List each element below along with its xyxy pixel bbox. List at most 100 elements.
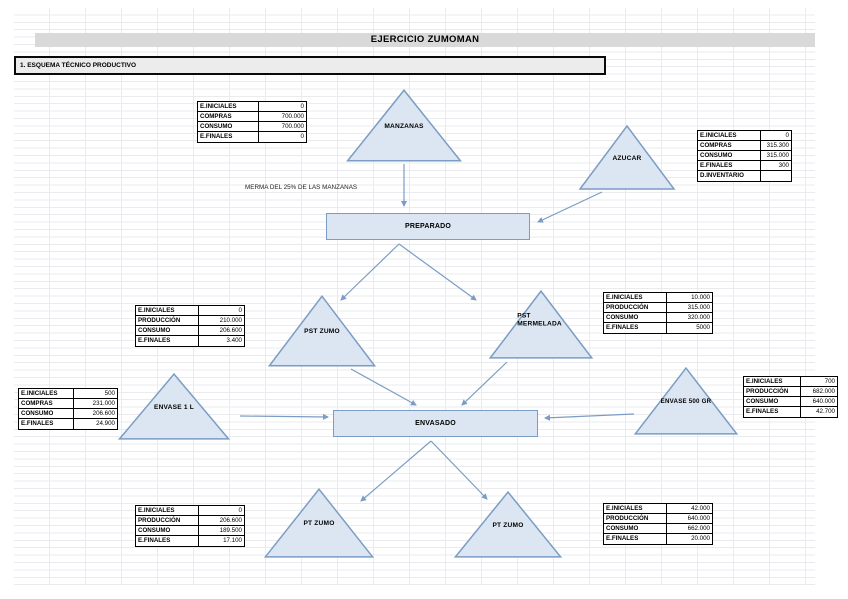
table-row: E.FINALES 5000	[604, 323, 712, 333]
row-value-cell[interactable]	[761, 171, 791, 181]
shape-envase-1l[interactable]: ENVASE 1 L	[116, 372, 232, 441]
row-value-cell[interactable]: 206.600	[219, 517, 242, 524]
row-value-cell[interactable]: 662.000	[687, 525, 710, 532]
row-label-cell[interactable]: CONSUMO	[136, 326, 199, 335]
row-label-cell[interactable]: E.FINALES	[136, 536, 199, 546]
row-label-cell[interactable]: CONSUMO	[604, 524, 667, 533]
row-value-cell[interactable]: 10.000	[691, 294, 710, 301]
row-label-cell[interactable]: CONSUMO	[744, 397, 801, 406]
row-value-cell[interactable]: 206.600	[219, 327, 242, 334]
row-value-cell[interactable]: 315.000	[687, 304, 710, 311]
row-label-cell[interactable]: PRODUCCIÓN	[744, 387, 801, 396]
row-value-cell[interactable]: 42.000	[691, 505, 710, 512]
shape-pst-mermelada[interactable]: PST MERMELADA	[487, 289, 595, 360]
row-label-cell[interactable]: E.INICIALES	[698, 131, 761, 140]
row-value-cell[interactable]: 20.000	[691, 535, 710, 542]
row-label-cell[interactable]: E.FINALES	[698, 161, 761, 170]
shape-label: MANZANAS	[384, 122, 424, 130]
row-label-cell[interactable]: COMPRAS	[198, 112, 259, 121]
shape-label: PST MERMELADA	[517, 312, 562, 328]
shape-manzanas[interactable]: MANZANAS	[344, 88, 464, 163]
row-label-cell[interactable]: E.INICIALES	[604, 504, 667, 513]
row-label-cell[interactable]: E.INICIALES	[136, 306, 199, 315]
row-label-cell[interactable]: E.FINALES	[198, 132, 259, 142]
row-label-cell[interactable]: E.FINALES	[744, 407, 801, 417]
row-value-cell[interactable]: 0	[238, 307, 242, 314]
row-value-cell[interactable]: 210.000	[219, 317, 242, 324]
table-row: E.INICIALES 500	[19, 389, 117, 399]
row-label-cell[interactable]: D.INVENTARIO	[698, 171, 761, 181]
shape-pst-zumo[interactable]: PST ZUMO	[266, 294, 378, 368]
row-label-cell[interactable]: E.FINALES	[604, 534, 667, 544]
table-row: E.FINALES 20.000	[604, 534, 712, 544]
shape-label: AZUCAR	[612, 154, 642, 162]
shape-pt-zumo-left[interactable]: PT ZUMO	[262, 487, 376, 559]
row-label-cell[interactable]: PRODUCCIÓN	[604, 303, 667, 312]
shape-preparado[interactable]: PREPARADO	[326, 213, 530, 240]
row-value-cell[interactable]: 189.500	[219, 527, 242, 534]
row-value-cell[interactable]: 5000	[696, 324, 710, 331]
row-value-cell[interactable]: 640.000	[687, 515, 710, 522]
row-label-cell[interactable]: E.FINALES	[19, 419, 74, 429]
row-value-cell[interactable]: 315.000	[766, 152, 789, 159]
table-row: E.FINALES 300	[698, 161, 791, 171]
table-row: PRODUCCIÓN 206.600	[136, 516, 244, 526]
row-label-cell[interactable]: CONSUMO	[19, 409, 74, 418]
row-label-cell[interactable]: E.FINALES	[604, 323, 667, 333]
shape-pt-zumo-right[interactable]: PT ZUMO	[452, 490, 564, 559]
row-label-cell[interactable]: COMPRAS	[698, 141, 761, 150]
row-label-cell[interactable]: E.INICIALES	[136, 506, 199, 515]
row-value-cell[interactable]: 0	[300, 133, 304, 140]
table-row: PRODUCCIÓN 682.000	[744, 387, 837, 397]
row-value-cell[interactable]: 17.100	[223, 537, 242, 544]
row-value-cell[interactable]: 0	[238, 507, 242, 514]
row-value-cell[interactable]: 500	[104, 390, 115, 397]
row-value-cell[interactable]: 682.000	[812, 388, 835, 395]
row-label-cell[interactable]: COMPRAS	[19, 399, 74, 408]
table-row: CONSUMO 315.000	[698, 151, 791, 161]
shape-azucar[interactable]: AZUCAR	[577, 124, 677, 191]
shape-envasado[interactable]: ENVASADO	[333, 410, 538, 437]
row-value-cell[interactable]: 206.600	[92, 410, 115, 417]
row-value-cell[interactable]: 700.000	[281, 123, 304, 130]
row-value-cell[interactable]: 300	[778, 162, 789, 169]
row-value-cell[interactable]: 315.300	[766, 142, 789, 149]
row-value-cell[interactable]: 700.000	[281, 113, 304, 120]
table-row: E.INICIALES 0	[698, 131, 791, 141]
table-row: COMPRAS 231.000	[19, 399, 117, 409]
row-label-cell[interactable]: E.FINALES	[136, 336, 199, 346]
table-row: CONSUMO 320.000	[604, 313, 712, 323]
row-value-cell[interactable]: 0	[300, 103, 304, 110]
row-value-cell[interactable]: 640.000	[812, 398, 835, 405]
row-label-cell[interactable]: PRODUCCIÓN	[136, 516, 199, 525]
row-label-cell[interactable]: E.INICIALES	[604, 293, 667, 302]
row-label-cell[interactable]: CONSUMO	[136, 526, 199, 535]
row-value-cell[interactable]: 42.700	[816, 408, 835, 415]
row-label-cell[interactable]: CONSUMO	[698, 151, 761, 160]
shape-envase-500gr[interactable]: ENVASE 500 GR	[632, 366, 740, 436]
row-value-cell[interactable]: 320.000	[687, 314, 710, 321]
row-label-cell[interactable]: CONSUMO	[604, 313, 667, 322]
table-row: E.FINALES 42.700	[744, 407, 837, 417]
row-value-cell[interactable]: 24.900	[96, 420, 115, 427]
row-label-cell[interactable]: CONSUMO	[198, 122, 259, 131]
row-label-cell[interactable]: E.INICIALES	[744, 377, 801, 386]
row-label-cell[interactable]: PRODUCCIÓN	[604, 514, 667, 523]
table-row: E.FINALES 0	[198, 132, 306, 142]
shape-label: ENVASE 500 GR	[660, 398, 712, 406]
row-value-cell[interactable]: 700	[824, 378, 835, 385]
row-value-cell[interactable]: 231.000	[92, 400, 115, 407]
row-label-cell[interactable]: E.INICIALES	[198, 102, 259, 111]
row-label-cell[interactable]: E.INICIALES	[19, 389, 74, 398]
row-value-cell[interactable]: 0	[785, 132, 789, 139]
row-value-cell[interactable]: 3.400	[226, 337, 242, 344]
row-label-cell[interactable]: PRODUCCIÓN	[136, 316, 199, 325]
